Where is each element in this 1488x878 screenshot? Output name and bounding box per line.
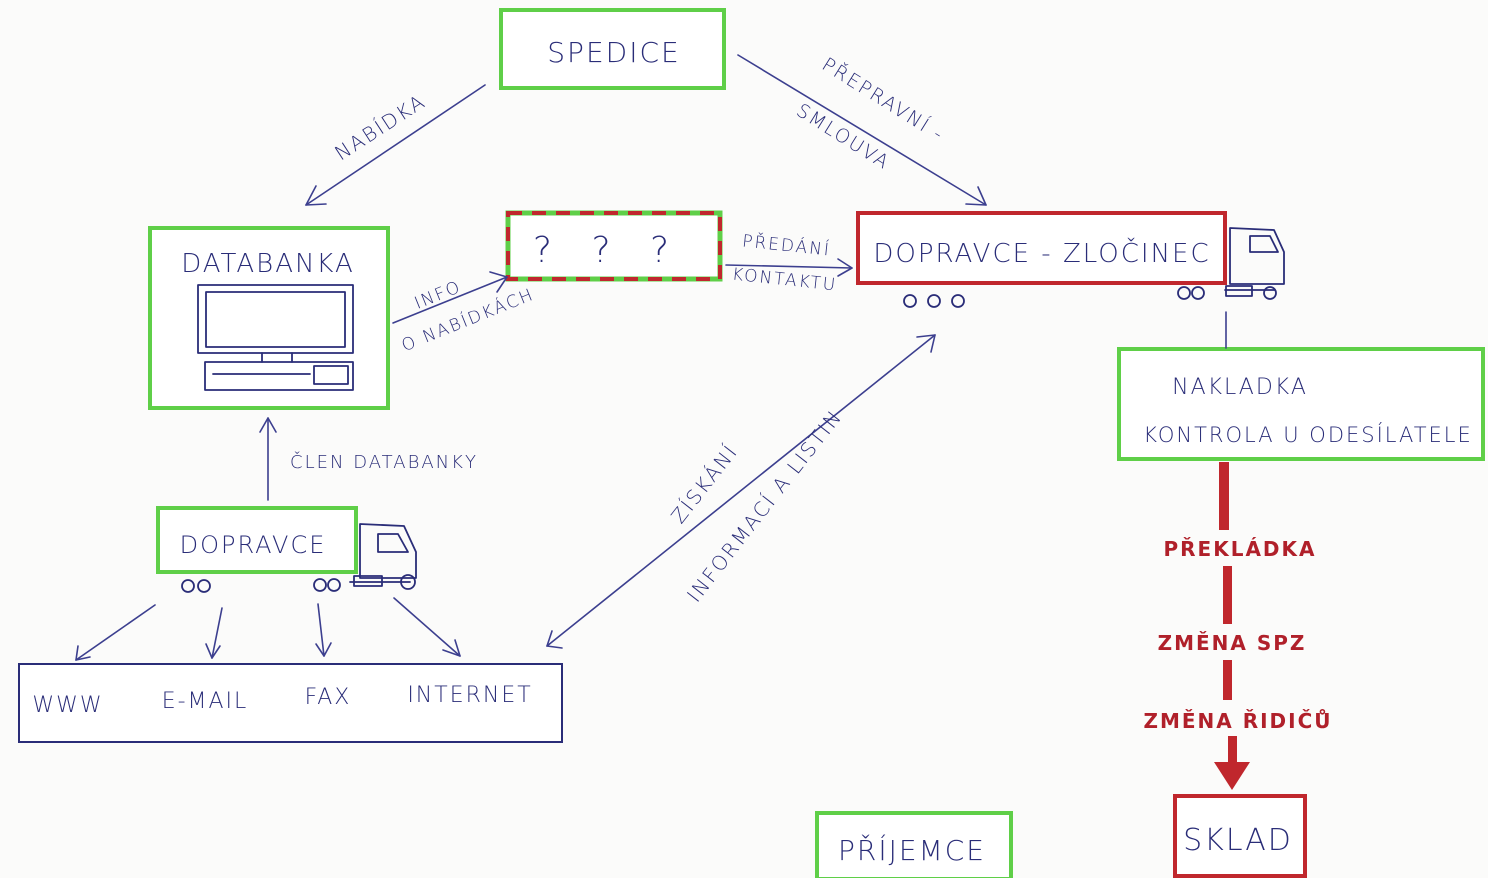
step-prekladka: PŘEKLÁDKA — [1163, 537, 1316, 561]
arrow-predani — [725, 258, 853, 277]
nakladka-label: NAKLADKA — [1172, 375, 1308, 400]
databanka-label: DATABANKA — [181, 249, 355, 279]
sklad-label: SKLAD — [1183, 823, 1293, 858]
edge-label-kontaktu: KONTAKTU — [731, 265, 838, 296]
wheels-icon — [181, 579, 211, 593]
email-label: E-MAIL — [162, 689, 249, 714]
www-label: WWW — [32, 693, 103, 718]
dopravce-zlocinec-node: DOPRAVCE - ZLOČINEC — [856, 211, 1285, 308]
arrow-info — [392, 271, 508, 324]
red-pipeline — [1214, 462, 1250, 790]
dopravce-zlocinec-label: DOPRAVCE - ZLOČINEC — [873, 237, 1210, 269]
arrow-ziskani — [546, 334, 936, 649]
internet-label: INTERNET — [407, 683, 532, 708]
spedice-label: SPEDICE — [547, 36, 680, 69]
fax-label: FAX — [305, 685, 352, 710]
arrow-nabidka — [305, 84, 486, 206]
edge-label-info: INFO — [412, 277, 465, 314]
dopravce-label: DOPRAVCE — [180, 531, 327, 559]
arrow-prepravni-smlouva — [737, 54, 987, 206]
kontrola-label: KONTROLA U ODESÍLATELE — [1143, 422, 1473, 447]
computer-icon — [197, 284, 354, 391]
step-zmena-ridicu: ZMĚNA ŘIDIČŮ — [1143, 709, 1332, 733]
prijemce-label: PŘÍJEMCE — [838, 833, 986, 867]
unknown-node: ? ? ? — [505, 210, 723, 282]
prijemce-node: PŘÍJEMCE — [815, 811, 1013, 878]
dopravce-node: DOPRAVCE — [156, 506, 417, 593]
truck-icon — [1177, 227, 1285, 300]
arrow-channel-email — [205, 607, 223, 659]
wheels-icon — [903, 294, 965, 308]
edge-label-ziskani: ZÍSKÁNÍ — [666, 439, 743, 528]
nakladka-node: NAKLADKA KONTROLA U ODESÍLATELE — [1117, 347, 1485, 461]
edge-label-smlouva: SMLOUVA — [792, 99, 894, 174]
arrow-clen — [259, 417, 277, 501]
edge-label-clen-databanky: ČLEN DATABANKY — [290, 451, 478, 473]
channels-node: WWW E-MAIL FAX INTERNET — [18, 663, 563, 743]
sklad-node: SKLAD — [1173, 794, 1307, 878]
databanka-node: DATABANKA — [148, 226, 390, 410]
truck-icon — [313, 523, 417, 592]
unknown-label: ? ? ? — [533, 230, 683, 271]
edge-label-predani: PŘEDÁNÍ — [741, 229, 832, 260]
arrow-channel-fax — [315, 603, 332, 657]
edge-label-informaci-a-listin: INFORMACÍ A LISTIN — [682, 405, 847, 607]
step-zmena-spz: ZMĚNA SPZ — [1158, 631, 1307, 655]
spedice-node: SPEDICE — [499, 8, 726, 90]
arrow-channel-internet — [393, 597, 461, 657]
edge-label-nabidka: NABÍDKA — [330, 89, 430, 165]
arrow-channel-www — [75, 604, 156, 661]
